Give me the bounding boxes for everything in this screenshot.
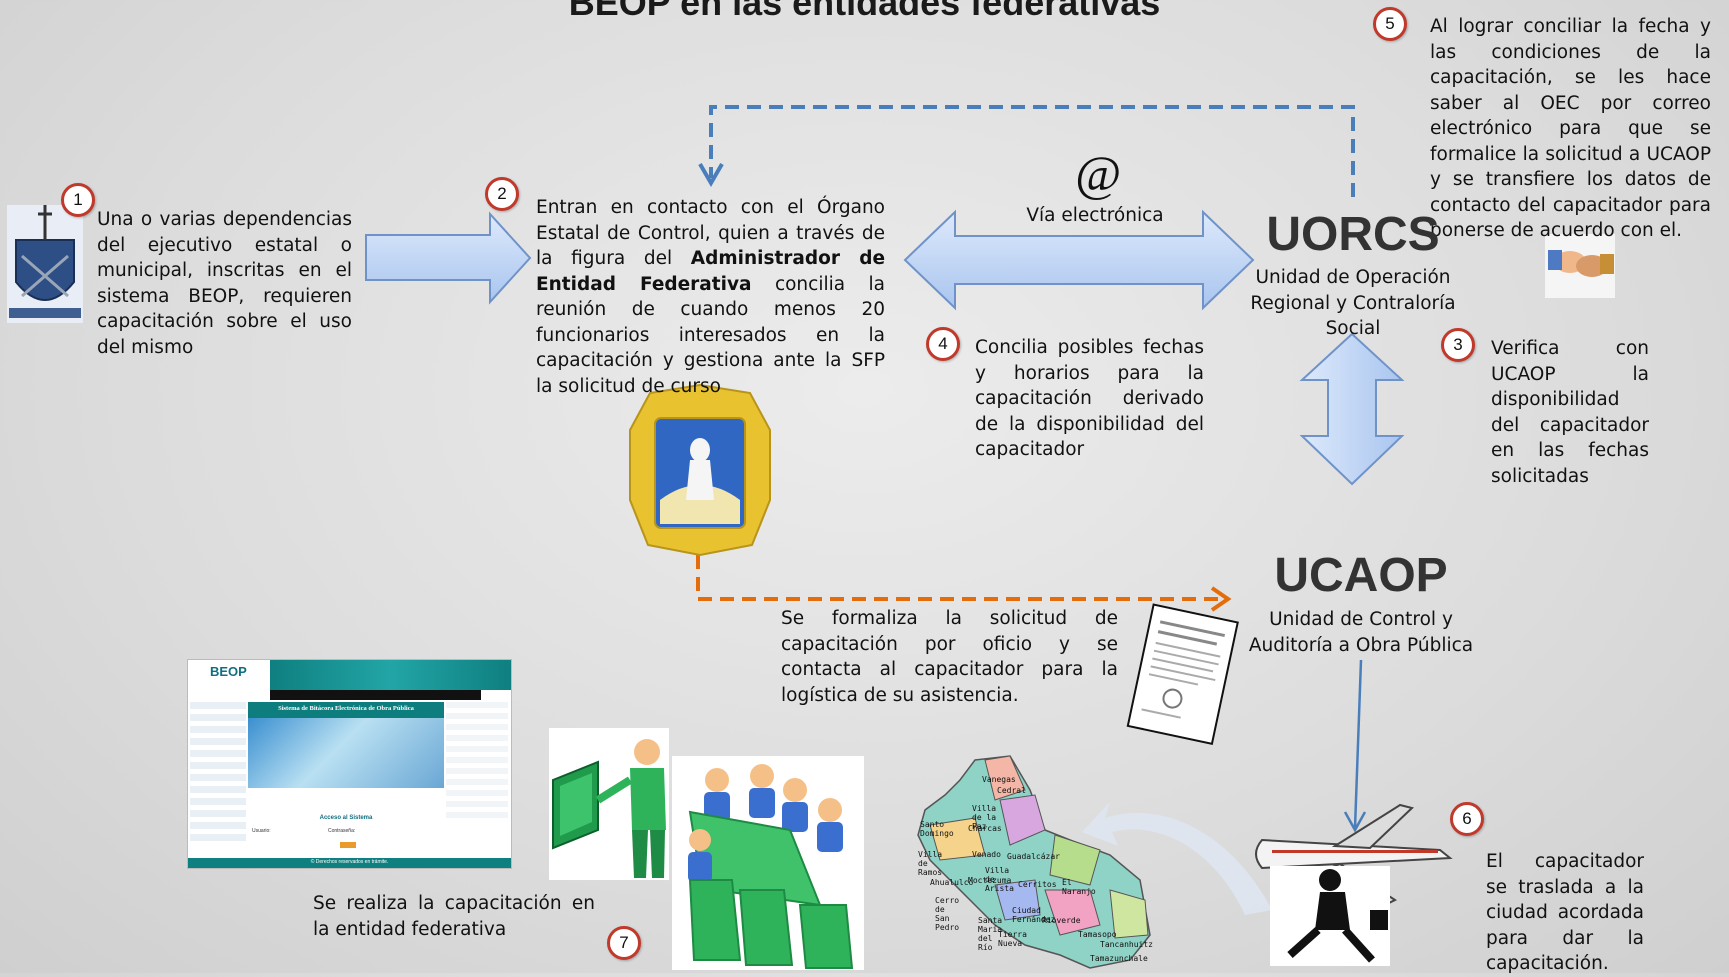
site-nav-bar bbox=[270, 690, 481, 700]
step-2-text-bold: Administrador de Entidad Federativa bbox=[536, 248, 885, 295]
map-label: Guadalcázar bbox=[1007, 852, 1060, 861]
step-3-text: Verifica con UCAOP la disponibilidad del… bbox=[1491, 338, 1649, 487]
step-badge-2: 2 bbox=[485, 177, 519, 211]
map-label: Cedral bbox=[997, 786, 1026, 795]
step-badge-5: 5 bbox=[1373, 7, 1407, 41]
official-letter-document bbox=[1126, 603, 1239, 745]
map-label: Ciudad Fernández bbox=[1012, 906, 1056, 924]
state-shield-emblem bbox=[7, 205, 83, 323]
uorcs-name: Unidad de Operación Regional y Contralor… bbox=[1250, 267, 1456, 339]
step-2-text-post: concilia la reunión de cuando menos 20 f… bbox=[536, 273, 885, 397]
step-2-text: Entran en contacto con el Órgano Estatal… bbox=[536, 195, 885, 399]
site-login-button bbox=[340, 842, 356, 848]
map-label: Tancanhuitz bbox=[1100, 940, 1153, 949]
curved-arrow-to-map bbox=[1082, 802, 1272, 915]
site-banner-title: Sistema de Bitácora Electrónica de Obra … bbox=[278, 705, 414, 712]
map-label: Charcas bbox=[968, 824, 1002, 833]
step-1-text: Una o varias dependencias del ejecutivo … bbox=[97, 209, 352, 358]
dashed-feedback-line bbox=[709, 105, 1355, 197]
site-banner-image bbox=[248, 718, 444, 788]
presenter-figure bbox=[549, 728, 669, 880]
step-badge-7: 7 bbox=[607, 926, 641, 960]
site-password-label: Contraseña: bbox=[328, 828, 356, 834]
map-label: Santo Domingo bbox=[920, 820, 954, 838]
map-label: Santa María del Río bbox=[978, 916, 1003, 952]
map-label: El Naranjo bbox=[1062, 878, 1096, 896]
step-badge-1: 1 bbox=[61, 183, 95, 217]
beop-website-screenshot: BEOP Sistema de Bitácora Electrónica de … bbox=[187, 659, 512, 869]
page-title: BEOP en las entidades federativas bbox=[568, 0, 1161, 23]
step-4-text: Concilia posibles fechas y horarios para… bbox=[975, 337, 1204, 460]
audience-figures bbox=[672, 756, 864, 970]
uorcs-acronym: UORCS bbox=[1266, 208, 1440, 261]
step-6-text: El capacitador se traslada a la ciudad a… bbox=[1486, 851, 1644, 974]
step-2-text-pre: Entran en contacto con el Órgano Estatal… bbox=[536, 197, 885, 269]
map-label: Cerro de San Pedro bbox=[935, 896, 960, 932]
step-5-text: Al lograr conciliar la fecha y las condi… bbox=[1430, 16, 1711, 241]
state-municipal-map bbox=[917, 755, 1151, 969]
site-header-banner bbox=[270, 660, 511, 690]
step-badge-6: 6 bbox=[1450, 802, 1484, 836]
map-label: Villa de la Paz bbox=[972, 804, 997, 831]
ucaop-name: Unidad de Control y Auditoría a Obra Púb… bbox=[1248, 609, 1474, 656]
map-label: Vanegas bbox=[982, 775, 1016, 784]
traveller-with-plane bbox=[1255, 803, 1453, 966]
ucaop-acronym: UCAOP bbox=[1274, 549, 1448, 602]
map-label: Rioverde bbox=[1042, 916, 1081, 925]
electronic-label: Vía electrónica bbox=[1026, 205, 1164, 226]
map-label: Tierra Nueva bbox=[998, 930, 1027, 948]
double-arrow-horizontal bbox=[903, 209, 1255, 311]
ucaop-travel-line bbox=[1353, 659, 1363, 829]
map-label: Moctezuma bbox=[968, 876, 1012, 885]
map-label: Villa de Ramos bbox=[918, 850, 943, 877]
map-label: Cerritos bbox=[1018, 880, 1057, 889]
site-main-banner bbox=[248, 702, 444, 718]
site-brand: BEOP bbox=[210, 664, 247, 679]
site-left-menu bbox=[190, 702, 246, 842]
site-login-title: Acceso al Sistema bbox=[319, 815, 373, 821]
map-label: Ahualulco bbox=[930, 878, 974, 887]
yellow-coat-of-arms bbox=[629, 383, 771, 557]
map-label: Venado bbox=[972, 850, 1001, 859]
site-right-panel bbox=[446, 702, 508, 822]
map-label: Tamasopo bbox=[1078, 930, 1117, 939]
map-label: Tamazunchale bbox=[1090, 954, 1148, 963]
dashed-orange-arrowhead bbox=[1210, 586, 1232, 612]
map-label: Villa de Arista bbox=[985, 866, 1014, 893]
site-footer-text: © Derechos reservados en trámite. bbox=[310, 859, 389, 865]
site-footer bbox=[188, 858, 511, 868]
handshake-icon bbox=[1545, 234, 1615, 298]
site-user-label: Usuario: bbox=[252, 828, 271, 834]
formalize-text: Se formaliza la solicitud de capacitació… bbox=[781, 608, 1118, 706]
dashed-feedback-arrowhead bbox=[698, 162, 724, 187]
dashed-orange-line bbox=[696, 555, 1222, 601]
ucaop-travel-arrowhead bbox=[1343, 811, 1367, 833]
step-badge-3: 3 bbox=[1441, 328, 1475, 362]
at-sign-icon: @ bbox=[1075, 145, 1121, 201]
double-arrow-vertical bbox=[1299, 332, 1405, 486]
right-arrow-1-2 bbox=[365, 211, 532, 305]
step-badge-4: 4 bbox=[926, 327, 960, 361]
step-7-text: Se realiza la capacitación en la entidad… bbox=[313, 893, 595, 940]
